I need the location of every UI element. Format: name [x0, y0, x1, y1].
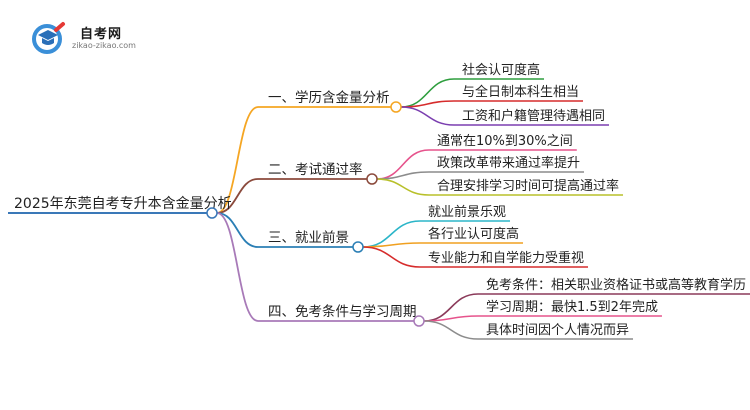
root-node-label: 2025年东莞自考专升本含金量分析 — [14, 196, 232, 212]
leaf-3-2-label: 各行业认可度高 — [428, 226, 519, 242]
edge-root-branch-1 — [216, 106, 259, 214]
mind-map-nodes: 2025年东莞自考专升本含金量分析 一、学历含金量分析 社会认可度高与全日制本科生相… — [14, 62, 746, 338]
edge-branch-3-leaf-3 — [362, 246, 421, 268]
leaf-1-3-label: 工资和户籍管理待遇相同 — [462, 108, 605, 124]
edge-root-branch-2 — [216, 178, 259, 214]
edge-branch-2-leaf-2 — [376, 171, 430, 180]
branch-2-label: 二、考试通过率 — [268, 161, 363, 178]
branch-4-label: 四、免考条件与学习周期 — [268, 303, 417, 320]
leaf-4-2-label: 学习周期：最快1.5到2年完成 — [486, 299, 658, 315]
branch-4-collapse-toggle[interactable] — [413, 315, 425, 327]
leaf-2-3-label: 合理安排学习时间可提高通过率 — [437, 178, 619, 194]
leaf-4-1-label: 免考条件：相关职业资格证书或高等教育学历 — [486, 277, 746, 293]
logo-url: zikao-zikao.com — [72, 41, 136, 50]
leaf-3-1-label: 就业前景乐观 — [428, 204, 506, 220]
leaf-1-1-label: 社会认可度高 — [462, 62, 540, 78]
mind-map-edges — [8, 78, 750, 340]
leaf-3-3-label: 专业能力和自学能力受重视 — [428, 250, 584, 266]
edge-branch-1-leaf-3 — [400, 106, 455, 126]
edge-branch-1-leaf-2 — [400, 100, 455, 108]
edge-root-branch-4 — [216, 212, 259, 322]
branch-1-label: 一、学历含金量分析 — [268, 90, 390, 106]
edge-branch-3-leaf-2 — [362, 242, 421, 248]
leaf-2-1-label: 通常在10%到30%之间 — [437, 134, 573, 149]
branch-2-collapse-toggle[interactable] — [366, 173, 378, 185]
branch-1-collapse-toggle[interactable] — [390, 101, 402, 113]
edge-branch-4-leaf-2 — [423, 315, 479, 322]
leaf-2-2-label: 政策改革带来通过率提升 — [437, 155, 580, 171]
leaf-1-2-label: 与全日制本科生相当 — [462, 84, 579, 100]
branch-3-collapse-toggle[interactable] — [352, 241, 364, 253]
edge-root-branch-3 — [216, 212, 259, 248]
branch-3-label: 三、就业前景 — [268, 229, 349, 246]
graduation-cap-icon — [32, 22, 65, 54]
root-collapse-toggle[interactable] — [206, 207, 218, 219]
logo-name: 自考网 — [80, 27, 123, 42]
site-logo[interactable]: 自考网 zikao-zikao.com — [30, 20, 150, 56]
edge-branch-2-leaf-3 — [376, 178, 430, 196]
edge-branch-1-leaf-1 — [400, 78, 455, 108]
edge-branch-4-leaf-3 — [423, 320, 479, 340]
leaf-4-3-label: 具体时间因个人情况而异 — [486, 323, 629, 338]
edge-branch-2-leaf-1 — [376, 149, 430, 180]
